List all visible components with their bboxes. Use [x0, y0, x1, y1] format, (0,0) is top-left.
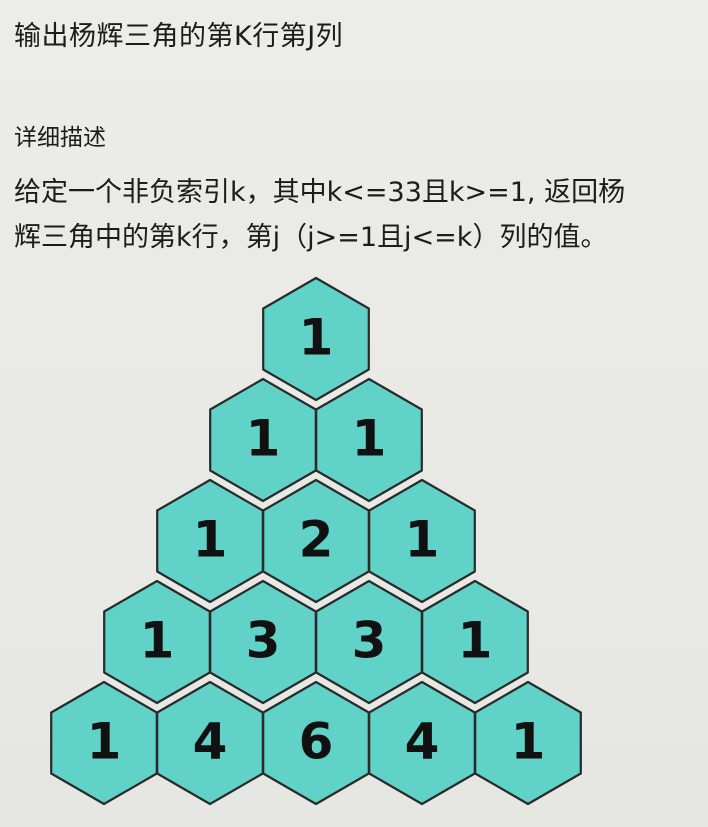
hex-shape [474, 680, 582, 806]
hex-cell: 1 [368, 478, 476, 604]
hex-value: 3 [246, 612, 281, 670]
description-line-1: 给定一个非负索引k，其中k<=33且k>=1, 返回杨 [14, 177, 626, 208]
hex-value: 1 [140, 612, 175, 670]
hex-cell: 1 [103, 579, 211, 705]
hex-cell: 3 [315, 579, 423, 705]
hex-cell: 1 [262, 276, 370, 402]
hex-value: 1 [299, 309, 334, 367]
hex-value: 2 [299, 511, 334, 569]
hex-value: 1 [87, 713, 122, 771]
hex-cell: 1 [209, 377, 317, 503]
hex-value: 1 [352, 410, 387, 468]
description-line-2: 辉三角中的第k行，第j（j>=1且j<=k）列的值。 [14, 222, 608, 253]
hex-cell: 6 [262, 680, 370, 806]
description: 给定一个非负索引k，其中k<=33且k>=1, 返回杨 辉三角中的第k行，第j（… [14, 170, 704, 260]
hex-cell: 4 [368, 680, 476, 806]
hex-cell: 2 [262, 478, 370, 604]
hex-value: 4 [193, 713, 228, 771]
hex-value: 6 [299, 713, 334, 771]
hex-cell: 1 [156, 478, 264, 604]
page-title: 输出杨辉三角的第K行第J列 [14, 21, 344, 52]
hex-shape [368, 478, 476, 604]
hex-value: 1 [511, 713, 546, 771]
hex-shape [262, 276, 370, 402]
hex-cell: 1 [50, 680, 158, 806]
hex-cell: 1 [474, 680, 582, 806]
hex-value: 1 [405, 511, 440, 569]
hex-value: 1 [246, 410, 281, 468]
hex-value: 1 [458, 612, 493, 670]
hex-value: 3 [352, 612, 387, 670]
hex-shape [421, 579, 529, 705]
hex-cell: 1 [315, 377, 423, 503]
hex-cell: 3 [209, 579, 317, 705]
hex-value: 4 [405, 713, 440, 771]
hex-value: 1 [193, 511, 228, 569]
hex-cell: 4 [156, 680, 264, 806]
section-heading: 详细描述 [14, 125, 106, 151]
hex-cell: 1 [421, 579, 529, 705]
hex-shape [315, 377, 423, 503]
